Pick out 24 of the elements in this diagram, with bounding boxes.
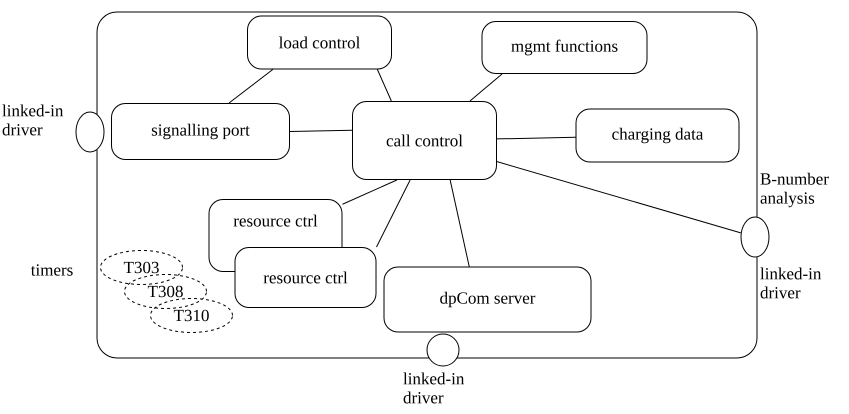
connector-line (342, 180, 398, 205)
port-label: linked-in driver (403, 372, 464, 404)
connector-line (376, 180, 411, 248)
process-box: charging data (576, 108, 740, 162)
port-label: linked-in driver (760, 268, 822, 298)
port-label: B-number analysis (760, 172, 829, 208)
connector-line (290, 130, 352, 132)
port-circle (740, 216, 770, 258)
connector-line (496, 161, 742, 234)
connector-line (450, 180, 470, 267)
port-label: linked-in driver (2, 104, 64, 136)
process-box: load control (247, 16, 392, 70)
module-frame (96, 12, 758, 358)
process-box: signalling port (111, 103, 290, 160)
group-label: timers (30, 264, 73, 276)
process-box: mgmt functions (482, 21, 648, 74)
connector-line (469, 74, 503, 102)
process-box: resource ctrl (234, 247, 376, 308)
connector-line (496, 136, 576, 140)
connector-line (228, 69, 274, 104)
connector-line (376, 69, 392, 102)
port-circle (426, 334, 460, 366)
port-circle (76, 112, 104, 152)
process-box: call control (352, 101, 497, 180)
